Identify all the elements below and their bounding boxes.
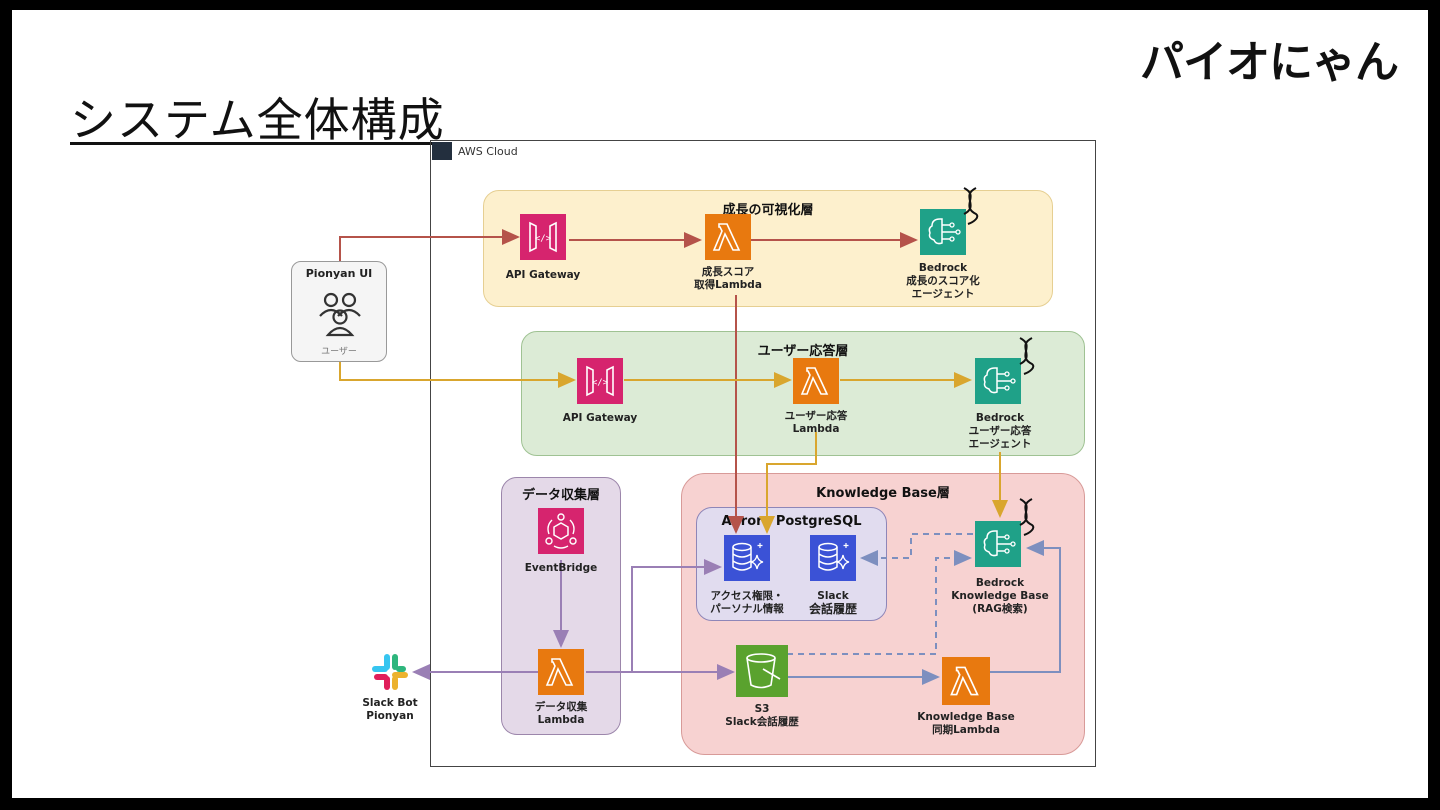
kb-layer-title: Knowledge Base層 [816,486,950,501]
svg-text:</>: </> [592,378,609,388]
bedrock-agent-icon[interactable] [975,358,1021,404]
flow-client-to-growth-api [339,229,520,261]
user-api-gateway-label: API Gateway [562,412,638,424]
aws-cloud-label: AWS Cloud [458,145,518,158]
aurora-db-icon[interactable] [810,535,856,581]
flow-lambda-to-aurora [586,559,722,673]
data-layer-title: データ収集層 [521,488,600,503]
dna-icon [1019,498,1035,536]
users-icon [319,292,361,337]
api-gateway-icon[interactable]: </> [577,358,623,404]
eventbridge-icon[interactable] [538,508,584,554]
aurora-db-icon[interactable] [724,535,770,581]
brand-logo: パイオにゃん [1140,37,1399,88]
lambda-icon[interactable] [793,358,839,404]
flow-client-to-user-api [339,362,576,388]
eventbridge-label: EventBridge [524,562,598,574]
lambda-icon[interactable] [538,649,584,695]
lambda-icon[interactable] [942,657,990,705]
bedrock-agent-icon[interactable] [920,209,966,255]
client-subtitle: ユーザー [321,347,357,357]
svg-text:</>: </> [535,234,552,244]
slack-icon[interactable] [370,652,412,692]
flow-user-lambda-to-aurora [759,432,817,534]
api-gateway-icon[interactable]: </> [520,214,566,260]
pionyan-ui-client[interactable]: Pionyan UI ユーザー [291,261,387,362]
slide-title: システム全体構成 [70,93,445,147]
lambda-icon[interactable] [705,214,751,260]
aws-cloud-boundary [430,140,1096,767]
flow-sync-lambda-to-kb [990,540,1061,673]
growth-api-gateway-label: API Gateway [505,269,581,281]
user-layer-title: ユーザー応答層 [757,344,849,359]
dna-icon [963,187,979,225]
aurora-cluster-title: Aurora PostgreSQL [721,514,862,529]
flow-kb-to-slack-db-dashed [860,533,973,566]
s3-bucket-icon[interactable] [736,645,788,697]
client-title: Pionyan UI [305,267,373,280]
growth-lambda-label: 成長スコア取得Lambda [694,266,762,291]
aws-logo-icon [432,142,452,160]
aurora-db1-label: アクセス権限・パーソナル情報 [710,590,784,615]
bedrock-kb-icon[interactable] [975,521,1021,567]
dna-icon [1019,337,1035,375]
